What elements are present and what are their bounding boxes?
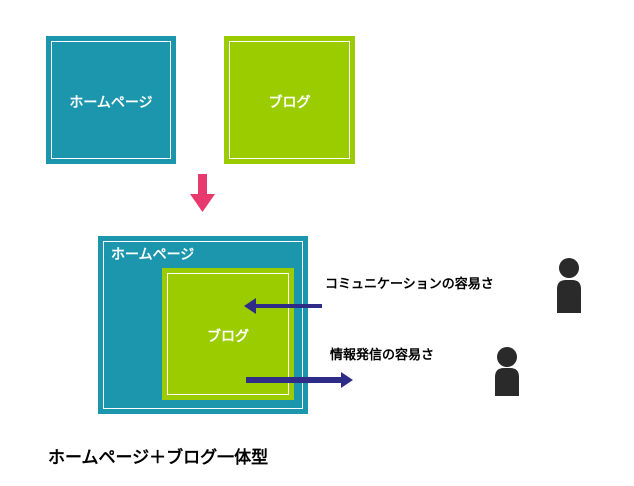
arrow-left-icon: [244, 298, 322, 314]
person-icon: [557, 258, 581, 313]
blog-box-frame: [229, 41, 350, 159]
combined-homepage-frame: [103, 241, 303, 409]
homepage-label: ホームページ: [69, 95, 153, 111]
blog-label: ブログ: [268, 95, 311, 111]
arrow-right-icon: [246, 372, 353, 388]
homepage-box: ホームページ: [46, 36, 176, 164]
information-ease-label: 情報発信の容易さ: [330, 348, 435, 363]
combined-blog-frame: [167, 273, 289, 395]
diagram-caption: ホームページ＋ブログ一体型: [48, 448, 269, 468]
communication-ease-label: コミュニケーションの容易さ: [325, 277, 494, 292]
combined-homepage-label: ホームページ: [111, 247, 195, 263]
person-icon: [495, 347, 519, 396]
blog-box: ブログ: [224, 36, 355, 164]
homepage-box-frame: [51, 41, 171, 159]
arrow-down-icon: [190, 174, 215, 212]
combined-blog-label: ブログ: [207, 329, 249, 345]
